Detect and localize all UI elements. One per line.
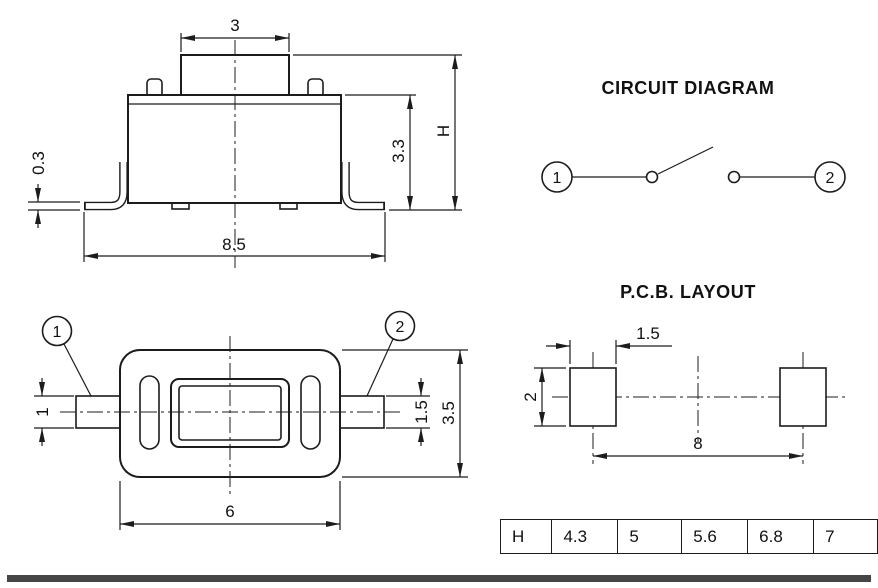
terminal-2-label: 2 (826, 170, 835, 187)
table-row: H 4.3 5 5.6 6.8 7 (499, 519, 878, 554)
table-value: 4.3 (551, 519, 619, 554)
table-value: 5 (617, 519, 683, 554)
dim-text-3-3: 3.3 (389, 139, 408, 163)
pcb-layout-title: P.C.B. LAYOUT (620, 282, 756, 302)
pad-left (569, 367, 617, 427)
dim-body-height: 3.3 (345, 94, 462, 211)
dim-body-depth: 3.5 (342, 349, 468, 478)
height-dimension-table: H 4.3 5 5.6 6.8 7 (499, 519, 878, 554)
contact-left (645, 170, 659, 184)
terminal-2-circle (814, 161, 846, 193)
left-leg-fill (85, 162, 127, 209)
left-leg (84, 162, 128, 211)
table-value: 6.8 (747, 519, 815, 554)
balloon-circle-1 (41, 315, 73, 347)
dim-text-h: H (434, 125, 453, 137)
dim-pad-pitch: 8 (593, 434, 803, 459)
dim-body-width: 6 (119, 481, 341, 530)
dim-text-0-3: 0.3 (29, 151, 48, 175)
dim-text-pad-8: 8 (693, 434, 702, 453)
circuit-diagram-title: CIRCUIT DIAGRAM (602, 78, 775, 98)
dim-text-3-5: 3.5 (439, 401, 458, 425)
dim-text-3: 3 (230, 16, 239, 35)
front-view: 3 3.3 H 0.3 8.5 (28, 16, 462, 268)
balloon-circle-2 (384, 310, 416, 342)
dim-text-pad-1-5: 1.5 (636, 324, 660, 343)
dim-pad-height: 2 (521, 367, 566, 427)
balloon-terminal-2: 2 (366, 310, 416, 397)
top-view: 1 2 1 1.5 3.5 (33, 310, 468, 530)
balloon-text-1: 1 (53, 324, 62, 341)
right-leg (341, 162, 385, 211)
dim-leg-thickness: 0.3 (28, 151, 80, 228)
terminal-1-label: 1 (553, 170, 562, 187)
dim-pad-width: 1.5 (546, 324, 672, 364)
dim-total-height: H (293, 54, 462, 210)
dim-pin-length: 1.5 (386, 378, 431, 446)
balloon-terminal-1: 1 (41, 315, 92, 397)
table-value: 7 (813, 519, 878, 554)
pad-right (779, 367, 827, 427)
dim-overall-width: 8.5 (83, 212, 386, 262)
dim-text-8-5: 8.5 (222, 235, 246, 254)
switch-lever (657, 146, 714, 175)
pcb-layout: P.C.B. LAYOUT 1.5 2 8 (521, 282, 846, 464)
contact-right (727, 170, 741, 184)
dim-text-1: 1 (33, 407, 52, 416)
dim-text-1-5: 1.5 (412, 400, 431, 424)
dim-pin-width: 1 (33, 378, 74, 446)
table-header-h: H (499, 519, 553, 554)
dim-text-6: 6 (225, 502, 234, 521)
dim-button-width: 3 (180, 16, 290, 52)
right-leg-fill (342, 162, 384, 209)
footer-rule (7, 575, 871, 582)
balloon-text-2: 2 (396, 319, 405, 336)
dim-text-pad-2: 2 (521, 392, 540, 401)
circuit-diagram: CIRCUIT DIAGRAM 1 2 (541, 78, 846, 193)
table-value: 5.6 (681, 519, 749, 554)
